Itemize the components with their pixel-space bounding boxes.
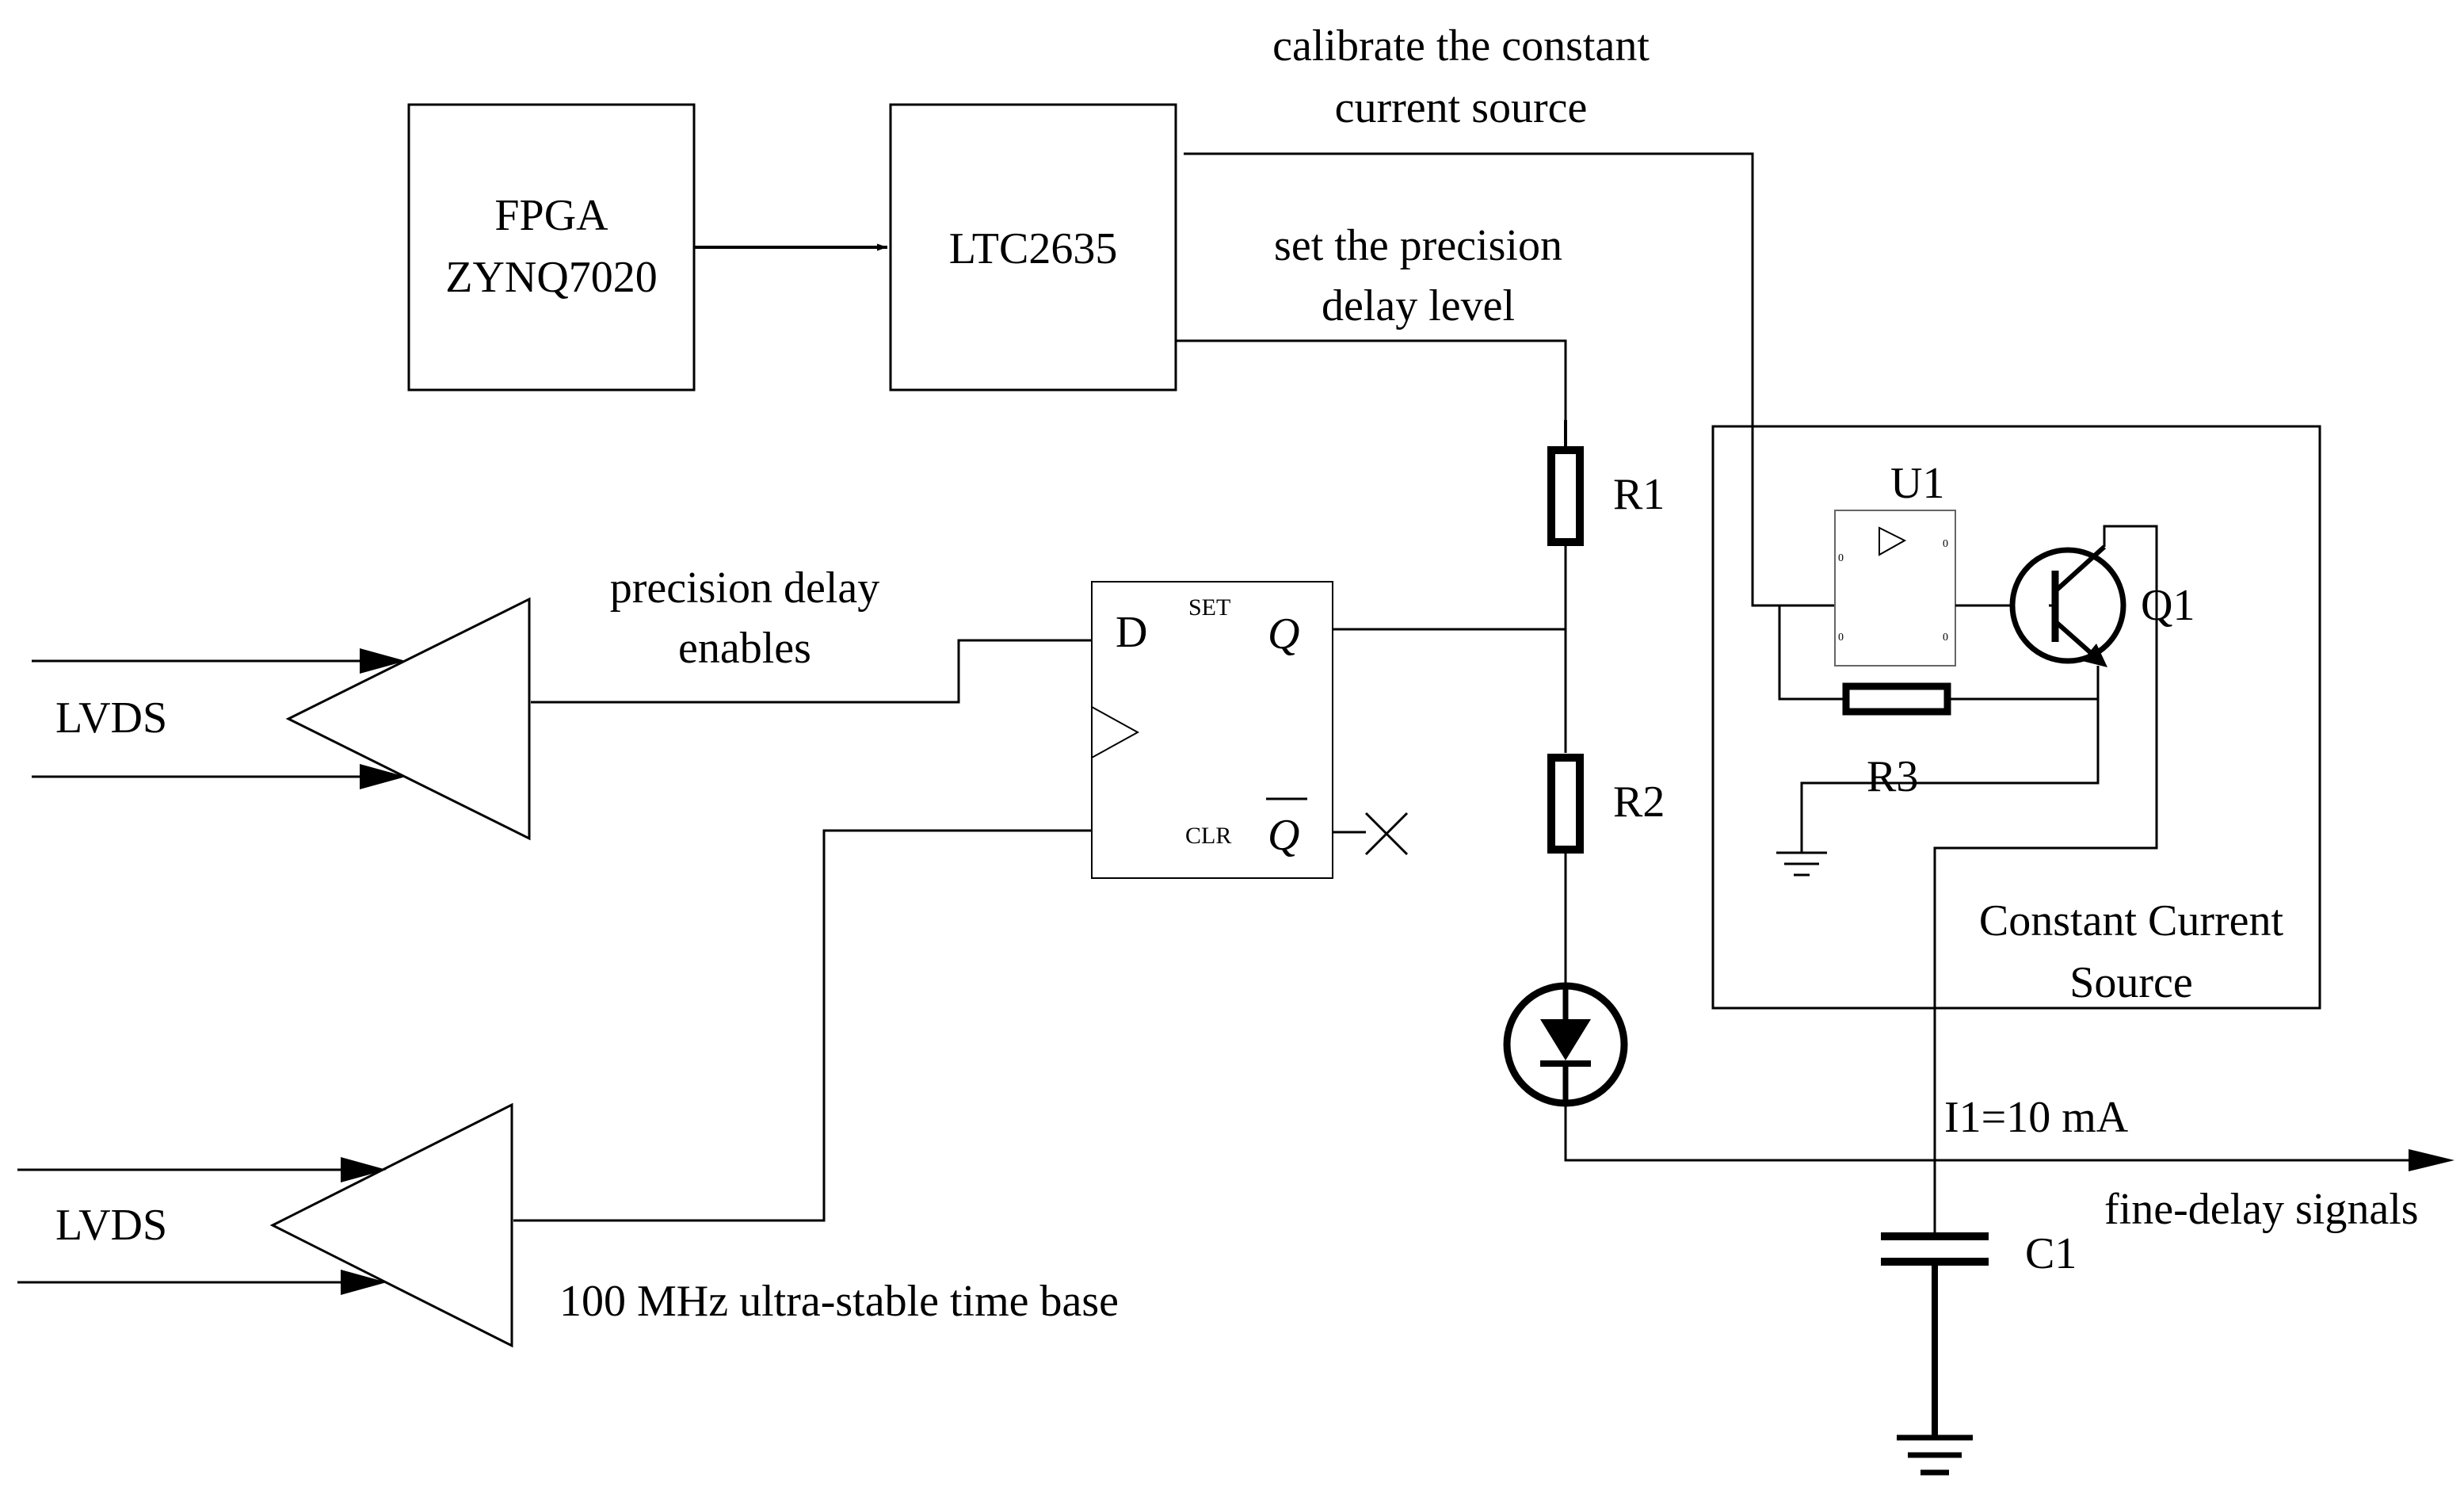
set-level-wire [1176,339,1567,420]
lvds-receiver-1: LVDS [32,597,531,841]
timebase-wire [513,829,1092,1222]
r2-label: R2 [1613,777,1665,827]
enables-label-line1: precision delay [610,563,880,613]
calibrate-wire [1184,152,1835,607]
q1-collector-wire [1933,525,2158,1062]
current-label: I1=10 mA [1944,1093,2129,1142]
u1-pin-4: 0 [1943,632,1948,644]
u1-label: U1 [1890,459,1944,508]
ff-clr-label: CLR [1185,823,1231,849]
lvds-label-2: LVDS [55,1201,167,1250]
no-connect-marker [1364,812,1409,856]
resistor-r1 [1547,446,1584,546]
photodiode [1503,982,1628,1107]
ground-symbol-small [1776,845,1827,877]
calibrate-label-line2: current source [1335,83,1588,132]
output-label: fine-delay signals [2104,1185,2419,1234]
ccs-label-line1: Constant Current [1979,896,2284,945]
set-level-label-line1: set the precision [1274,221,1562,270]
opamp-u1: 0 0 0 0 [1834,510,1956,667]
dac-block: LTC2635 [889,103,1177,392]
enable-wire [531,639,1092,704]
ff-set-label: SET [1188,594,1230,621]
output-arrowhead [2409,1149,2454,1171]
enables-label-line2: enables [678,624,811,673]
u1-pin-1: 0 [1838,552,1844,564]
c1-label: C1 [2025,1229,2077,1278]
u1-pin-3: 0 [1838,632,1844,644]
dac-label: LTC2635 [949,224,1118,273]
constant-current-source-box [1711,425,2321,1010]
lvds-label-1: LVDS [55,693,167,743]
q1-emitter-wire [1800,666,2100,845]
clock-input-triangle [1091,706,1140,758]
calibrate-label-line1: calibrate the constant [1272,21,1650,71]
r3-label: R3 [1867,752,1918,801]
fpga-label: FPGA [494,191,608,240]
lvds-receiver-2: LVDS [17,1102,513,1348]
resistor-r2 [1547,754,1584,854]
capacitor-c1 [1881,1232,1989,1266]
resistor-r3 [1842,682,1951,716]
transistor-q1 [2009,544,2126,667]
ff-d-pin-label: D [1116,608,1147,657]
set-level-label-line2: delay level [1322,281,1515,330]
r1-label: R1 [1613,470,1665,519]
fpga-model-label: ZYNQ7020 [445,253,658,302]
fpga-block: FPGA ZYNQ7020 [407,103,696,392]
u1-pin-2: 0 [1943,538,1948,550]
q1-label: Q1 [2141,581,2195,630]
ff-q-label: Q [1268,609,1299,659]
d-flipflop: D SET CLR Q Q [1091,581,1333,879]
output-wire [1564,1103,2409,1162]
timebase-label: 100 MHz ultra-stable time base [559,1277,1119,1326]
u1-feedback-wire [1778,605,1843,701]
ccs-label-line2: Source [2069,958,2193,1007]
ground-symbol-large [1897,1434,1973,1476]
ff-qbar-label: Q [1268,811,1299,860]
